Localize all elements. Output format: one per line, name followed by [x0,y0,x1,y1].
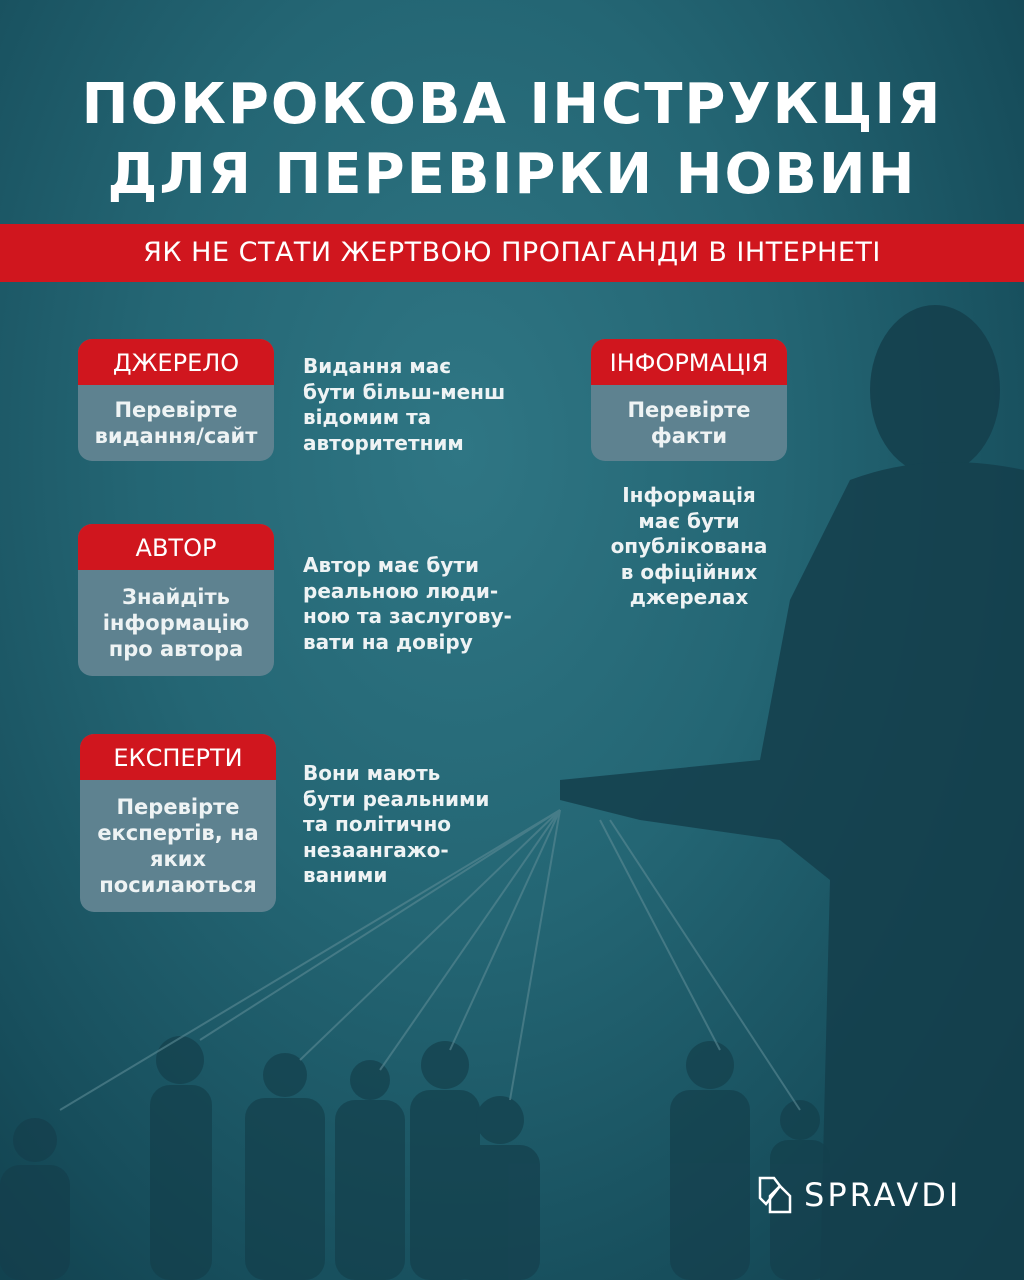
step-header: ДЖЕРЕЛО [78,339,274,385]
step-body: Знайдіть інформацію про автора [102,585,250,661]
step-body: Перевірте видання/сайт [94,398,258,448]
step-note: Інформація має бути опублікована в офіці… [610,483,768,609]
step-card-information: ІНФОРМАЦІЯ Перевірте факти [591,339,787,461]
step-body: Перевірте факти [627,398,751,448]
step-header: ІНФОРМАЦІЯ [591,339,787,385]
step-card-author: АВТОР Знайдіть інформацію про автора [78,524,274,676]
step-note: Видання має бути більш-менш відомим та а… [303,354,506,455]
step-header: АВТОР [78,524,274,570]
spravdi-logo: SPRAVDI [758,1176,961,1214]
title-line-2: ДЛЯ ПЕРЕВІРКИ НОВИН [107,142,917,207]
step-body: Перевірте експертів, на яких посилаються [97,795,259,897]
spravdi-logo-icon [758,1176,792,1214]
step-card-source: ДЖЕРЕЛО Перевірте видання/сайт [78,339,274,461]
logo-text: SPRAVDI [804,1176,962,1214]
subtitle-banner: ЯК НЕ СТАТИ ЖЕРТВОЮ ПРОПАГАНДИ В ІНТЕРНЕ… [0,224,1024,282]
step-note: Автор має бути реальною люди- ною та зас… [303,553,512,654]
step-header: ЕКСПЕРТИ [80,734,276,780]
step-card-experts: ЕКСПЕРТИ Перевірте експертів, на яких по… [80,734,276,912]
step-note: Вони мають бути реальними та політично н… [303,761,490,887]
title-line-1: ПОКРОКОВА ІНСТРУКЦІЯ [81,72,943,137]
